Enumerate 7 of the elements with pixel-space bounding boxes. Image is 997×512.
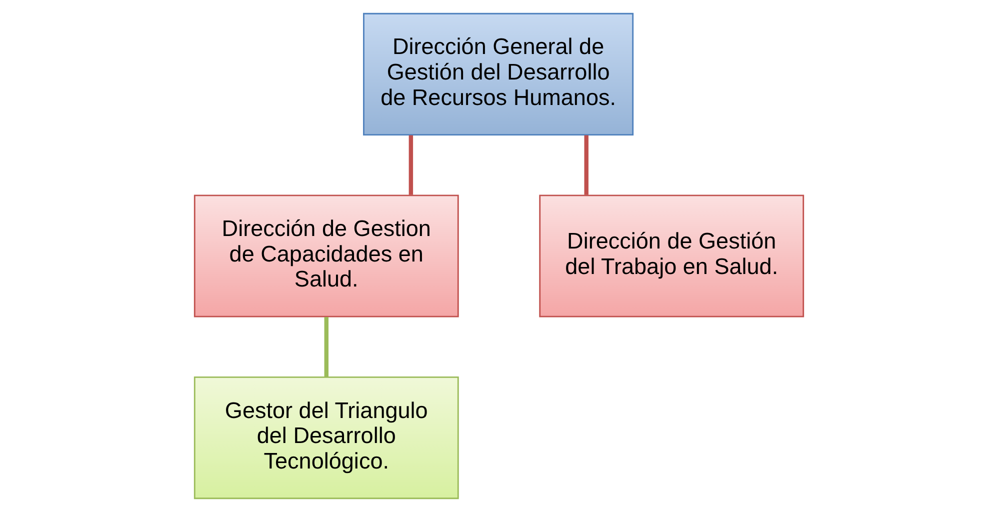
node-box: Gestor del Triangulo del Desarrollo Tecnológico. xyxy=(193,376,458,500)
node-box: Dirección de Gestión del Trabajo en Salud. xyxy=(538,194,804,318)
connector xyxy=(324,317,328,377)
node-box: Dirección de Gestion de Capacidades en Salud. xyxy=(193,194,458,318)
connector xyxy=(408,135,413,195)
connector xyxy=(584,135,588,195)
node-box: Dirección General de Gestión del Desarrollo de Recursos Humanos. xyxy=(362,12,634,136)
